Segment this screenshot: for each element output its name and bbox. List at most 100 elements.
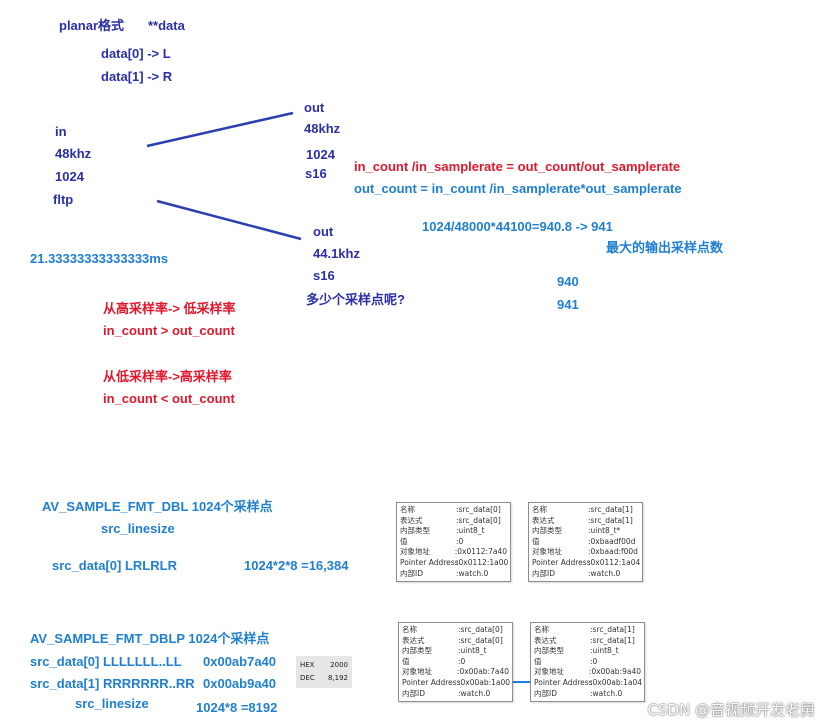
row-key: Pointer Address	[400, 557, 459, 567]
formula-eq2: out_count = in_count /in_samplerate*out_…	[354, 181, 682, 196]
watch-panel-3: 名称 :src_data[0] 表达式:src_data[0] 内部类型 :uint…	[398, 622, 513, 702]
panel-row: 内部ID :watch.0	[400, 569, 507, 580]
planar-line-2: data[1] -> R	[101, 69, 173, 84]
panel-row: 名称 :src_data[1]	[534, 625, 641, 636]
panel-row: 表达式:src_data[0]	[402, 636, 509, 647]
out1-rate: 48khz	[304, 121, 341, 136]
row-key: 名称	[532, 505, 547, 514]
out1-samples: 1024	[306, 147, 335, 162]
dblp-linesize: src_linesize	[75, 696, 149, 711]
row-value: :src_data[0]	[456, 505, 501, 514]
row-value: :0x0112:7a40	[454, 547, 507, 557]
out1-format: s16	[305, 166, 327, 181]
row-key: 表达式	[532, 515, 555, 525]
panel-row: 内部ID :watch.0	[534, 689, 641, 700]
row-value: :0xbaad:f00d	[588, 547, 638, 557]
row-value: :uint8_t*	[588, 526, 621, 536]
formula-calc: 1024/48000*44100=940.8 -> 941	[422, 219, 613, 234]
panel-row: 值:0xbaadf00d	[532, 537, 639, 548]
panel-row: 名称 :src_data[1]	[532, 505, 639, 516]
row-key: 内部类型	[402, 646, 432, 656]
row-value: :0	[590, 656, 598, 666]
row-value: :watch.0	[588, 568, 621, 578]
out2-rate: 44.1khz	[313, 246, 360, 261]
panel-row: 内部类型 :uint8_t*	[532, 526, 639, 537]
panel-row: 内部ID:watch.0	[402, 689, 509, 700]
out2-label: out	[313, 224, 334, 239]
row-key: 名称	[534, 625, 549, 634]
panel-row: Pointer Address:0x00ab:1a00	[402, 677, 511, 689]
panel-row: 表达式 :src_data[1]	[532, 516, 639, 527]
row-key: 内部类型	[532, 526, 562, 536]
row-key: 内部ID	[532, 568, 555, 578]
row-key: Pointer Address	[534, 677, 593, 687]
panel-row: 对象地址 :0x0112:7a40	[400, 547, 507, 558]
row-value: :src_data[0]	[458, 625, 503, 634]
panel-row: 内部类型:uint8_t	[534, 646, 641, 657]
panel-row: 名称 :src_data[0]	[402, 625, 509, 636]
row-key: 内部类型	[534, 646, 564, 656]
row-key: 内部ID	[402, 688, 425, 698]
dbl-size: 1024*2*8 =16,384	[244, 558, 349, 573]
row-value: :src_data[1]	[588, 515, 633, 525]
row-key: 表达式	[534, 635, 557, 645]
row-key: 值	[400, 536, 408, 546]
row-value: :0x0112:1a00	[456, 557, 509, 567]
row-key: 对象地址	[532, 547, 562, 557]
row-key: 值	[532, 536, 540, 546]
rule-up-compare: in_count < out_count	[103, 391, 235, 406]
row-key: 名称	[402, 625, 417, 634]
planar-title: planar格式	[59, 18, 125, 33]
row-value: :src_data[1]	[590, 635, 635, 645]
hex-value: 2000	[330, 661, 348, 669]
rule-up-title: 从低采样率->高采样率	[103, 369, 232, 384]
dbl-title: AV_SAMPLE_FMT_DBL 1024个采样点	[42, 499, 273, 514]
row-value: :watch.0	[456, 568, 489, 578]
panel-row: 名称 :src_data[0]	[400, 505, 507, 516]
row-key: 内部ID	[400, 568, 423, 578]
panel-row: 表达式 :src_data[1]	[534, 636, 641, 647]
dblp-addr0: 0x00ab7a40	[203, 654, 277, 669]
value-940: 940	[557, 274, 579, 289]
row-value: :src_data[1]	[590, 625, 635, 634]
row-key: 名称	[400, 505, 415, 514]
row-value: :0x00ab:9a40	[588, 667, 641, 677]
input-label: in	[55, 124, 67, 139]
dblp-data1: src_data[1] RRRRRRR..RR	[30, 676, 195, 691]
row-key: 对象地址	[534, 667, 564, 677]
value-941: 941	[557, 297, 579, 312]
watch-panel-2: 名称 :src_data[1] 表达式 :src_data[1] 内部类型 :uint…	[528, 502, 643, 582]
row-key: 对象地址	[400, 547, 430, 557]
line-in-to-out2	[156, 199, 302, 241]
formula-note: 最大的输出采样点数	[606, 240, 724, 255]
rule-down-compare: in_count > out_count	[103, 323, 235, 338]
watch-panel-1: 名称:src_data[0] 表达式:src_data[0] 内部类型:uint…	[396, 502, 511, 582]
row-key: 值	[534, 656, 542, 666]
row-value: :watch.0	[590, 688, 623, 698]
row-value: :src_data[0]	[458, 635, 503, 645]
rule-down-title: 从高采样率-> 低采样率	[103, 301, 236, 316]
row-value: :uint8_t	[458, 646, 487, 656]
input-samples: 1024	[55, 169, 84, 184]
row-value: :0x0112:1a04	[588, 557, 641, 567]
row-value: :0x00ab:1a04	[590, 677, 643, 687]
row-value: :uint8_t	[456, 526, 485, 536]
hex-label: HEX	[300, 661, 315, 669]
row-value: :0x00ab:1a00	[458, 677, 511, 687]
row-value: :0x00ab:7a40	[456, 667, 509, 677]
row-key: 内部ID	[534, 688, 557, 698]
row-value: :src_data[1]	[588, 505, 633, 514]
duration-text: 21.33333333333333ms	[30, 251, 169, 266]
dec-value: 8,192	[327, 674, 348, 682]
csdn-watermark: CSDN @音视频开发老舅	[647, 701, 815, 719]
dblp-data0: src_data[0] LLLLLLL..LL	[30, 654, 182, 669]
row-key: 内部类型	[400, 526, 430, 536]
dbl-linesize: src_linesize	[101, 521, 175, 536]
out2-question: 多少个采样点呢?	[306, 292, 405, 307]
formula-eq1: in_count /in_samplerate = out_count/out_…	[354, 159, 681, 174]
panel-row: Pointer Address:0x00ab:1a04	[534, 677, 643, 689]
panel-row: Pointer Address:0x0112:1a04	[532, 557, 641, 569]
row-key: 对象地址	[402, 667, 432, 677]
